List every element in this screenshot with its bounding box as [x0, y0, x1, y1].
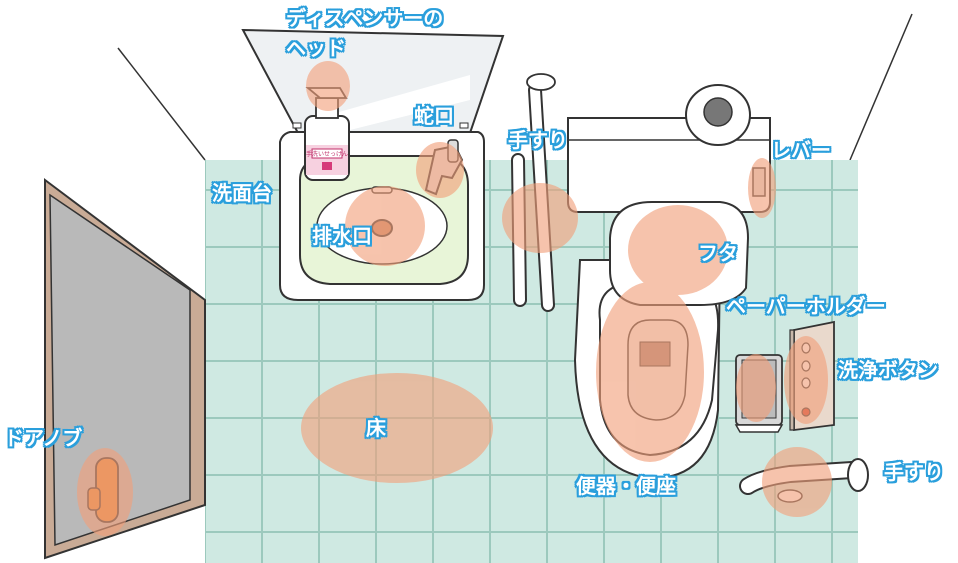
- toilet-tank: [567, 84, 771, 213]
- label-dispenser-head-line2: ヘッド: [286, 36, 346, 60]
- highlight-toilet-seat[interactable]: [596, 282, 704, 462]
- highlight-wall-handrail[interactable]: [502, 183, 578, 253]
- label-handrail-wall: 手すり: [508, 128, 568, 152]
- label-floor: 床: [366, 416, 386, 440]
- wall-edge-left: [117, 47, 206, 161]
- label-washbasin: 洗面台: [212, 181, 272, 205]
- highlight-door-knob[interactable]: [77, 448, 133, 536]
- soap-dispenser: [304, 87, 350, 181]
- label-door-knob: ドアノブ: [4, 426, 83, 450]
- highlight-lid[interactable]: [628, 205, 728, 295]
- highlight-paper-holder[interactable]: [736, 354, 776, 422]
- label-dispenser-head-line1: ディスペンサーの: [286, 6, 444, 30]
- label-toilet-seat: 便器・便座: [576, 474, 676, 498]
- highlight-lever[interactable]: [748, 158, 776, 218]
- label-drain: 排水口: [312, 224, 372, 248]
- highlight-dispenser-head[interactable]: [306, 61, 350, 111]
- label-paper-holder: ペーパーホルダー: [726, 294, 886, 318]
- label-lever: レバー: [771, 138, 831, 162]
- wall-edge-right: [849, 13, 913, 161]
- highlight-floor[interactable]: [301, 373, 493, 483]
- label-handrail-side: 手すり: [884, 460, 944, 484]
- highlight-side-handrail[interactable]: [762, 447, 832, 517]
- highlight-flush-button[interactable]: [784, 336, 828, 424]
- label-faucet: 蛇口: [414, 104, 454, 128]
- label-lid: フタ: [698, 241, 738, 265]
- dispenser-sticker-text: 手洗いせっけん: [306, 150, 348, 158]
- label-flush-button: 洗浄ボタン: [838, 358, 938, 382]
- highlight-drain[interactable]: [345, 186, 425, 266]
- highlight-faucet[interactable]: [416, 142, 464, 198]
- mirror: [241, 28, 505, 134]
